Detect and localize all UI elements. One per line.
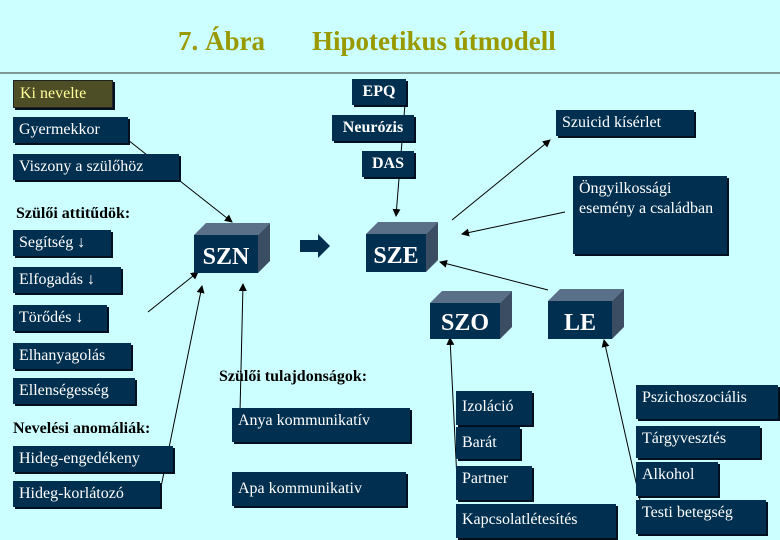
le-node[interactable]: LE bbox=[548, 289, 624, 339]
arrow-sze-suicide bbox=[451, 139, 551, 221]
arrow-torodes-szn bbox=[147, 271, 199, 313]
le-cube-shape bbox=[548, 289, 624, 339]
targyvesztes-box[interactable]: Tárgyvesztés bbox=[636, 426, 760, 458]
segitseg-box[interactable]: Segítség ↓ bbox=[13, 230, 111, 256]
sze-cube-shape bbox=[366, 222, 438, 272]
attitudes-heading: Szülői attitűdök: bbox=[16, 205, 131, 222]
figure-title: Hipotetikus útmodell bbox=[312, 26, 556, 56]
barat-box[interactable]: Barát bbox=[456, 427, 520, 459]
alkohol-box[interactable]: Alkohol bbox=[636, 462, 718, 496]
ki-nevelte-box[interactable]: Ki nevelte bbox=[13, 80, 113, 108]
arrow-gyermekkor-szn bbox=[127, 139, 233, 223]
gyermekkor-box[interactable]: Gyermekkor bbox=[13, 117, 128, 143]
epq-box[interactable]: EPQ bbox=[352, 79, 406, 105]
partner-box[interactable]: Partner bbox=[456, 466, 532, 500]
szn-node[interactable]: SZN bbox=[194, 223, 270, 273]
elfogadas-box[interactable]: Elfogadás ↓ bbox=[13, 267, 121, 293]
arrow-mother-szn bbox=[238, 283, 247, 413]
szuicid-box[interactable]: Szuicid kísérlet bbox=[556, 110, 694, 136]
props-heading: Szülői tulajdonságok: bbox=[219, 368, 368, 385]
szo-label: SZO bbox=[430, 303, 500, 339]
pszichoszocialis-box[interactable]: Pszichoszociális bbox=[636, 385, 778, 419]
izolacio-box[interactable]: Izoláció bbox=[456, 391, 532, 425]
hideg-korlatozo-box[interactable]: Hideg-korlátozó bbox=[13, 481, 160, 507]
viszony-box[interactable]: Viszony a szülőhöz bbox=[13, 154, 179, 180]
kapcsolatletesites-box[interactable]: Kapcsolatlétesítés bbox=[456, 504, 616, 538]
szo-cube-shape bbox=[430, 291, 512, 339]
testi-betegseg-box[interactable]: Testi betegség bbox=[636, 500, 766, 534]
le-label: LE bbox=[548, 301, 612, 339]
das-box[interactable]: DAS bbox=[362, 151, 414, 177]
ongyilkossagi-box[interactable]: Öngyilkossági esemény a családban bbox=[573, 176, 727, 254]
sze-label: SZE bbox=[366, 234, 426, 272]
neurozis-box[interactable]: Neurózis bbox=[332, 115, 414, 141]
title-divider bbox=[0, 72, 780, 74]
ellensegesseg-box[interactable]: Ellenségesség bbox=[13, 378, 135, 404]
hideg-engedekeny-box[interactable]: Hideg-engedékeny bbox=[13, 446, 173, 472]
arrow-szn-sze bbox=[300, 234, 330, 258]
sze-node[interactable]: SZE bbox=[366, 222, 438, 272]
elhanyagolas-box[interactable]: Elhanyagolás bbox=[13, 343, 131, 369]
arrow-le-sze bbox=[439, 259, 549, 291]
szn-cube-shape bbox=[194, 223, 270, 273]
anomalies-heading: Nevelési anomáliák: bbox=[13, 420, 151, 437]
szo-node[interactable]: SZO bbox=[430, 291, 512, 339]
arrow-testi-le bbox=[601, 339, 641, 501]
anya-box[interactable]: Anya kommunikatív bbox=[232, 408, 410, 442]
arrow-family-sze bbox=[461, 211, 566, 237]
torodes-box[interactable]: Törődés ↓ bbox=[13, 305, 107, 331]
figure-number: 7. Ábra bbox=[178, 26, 265, 56]
szn-label: SZN bbox=[194, 235, 258, 273]
apa-box[interactable]: Apa kommunikativ bbox=[232, 472, 406, 506]
